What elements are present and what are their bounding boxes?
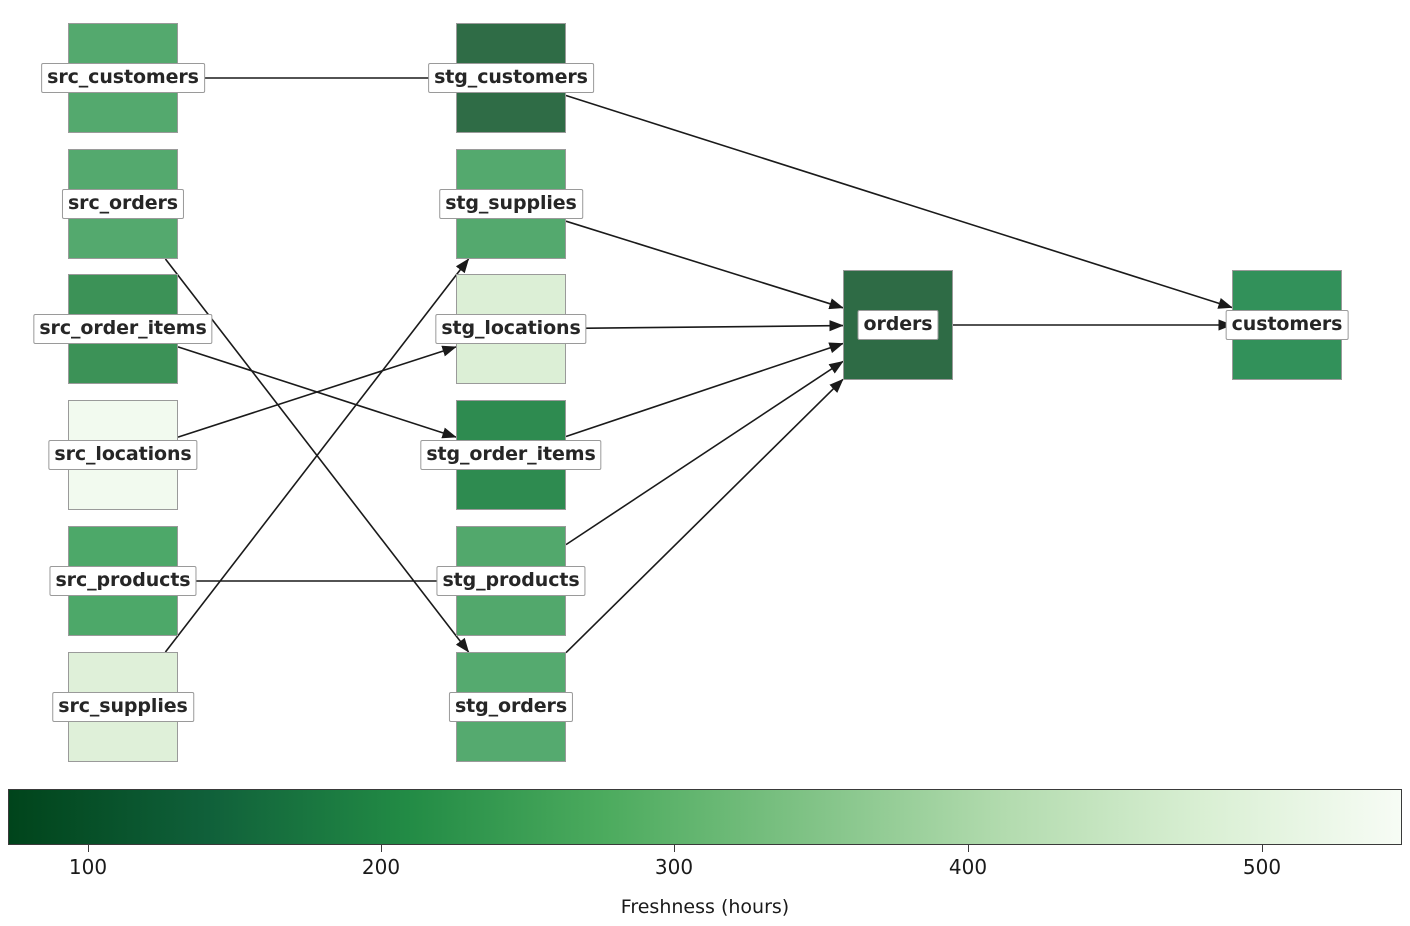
colorbar-tick-label: 100 — [68, 855, 108, 879]
edge-stg_locations-to-orders — [565, 320, 844, 332]
edge-src_locations-to-stg_locations — [177, 345, 457, 438]
node-label-orders[interactable]: orders — [857, 310, 939, 340]
node-label-stg_locations[interactable]: stg_locations — [435, 314, 587, 344]
node-label-stg_order_items[interactable]: stg_order_items — [420, 440, 602, 470]
node-label-src_customers[interactable]: src_customers — [41, 63, 205, 93]
colorbar-axis-label: Freshness (hours) — [620, 896, 790, 918]
edge-stg_orders-to-orders — [565, 378, 844, 654]
node-label-src_locations[interactable]: src_locations — [48, 440, 198, 470]
node-label-src_products[interactable]: src_products — [49, 566, 197, 596]
node-label-src_order_items[interactable]: src_order_items — [33, 314, 213, 344]
edge-stg_products-to-orders — [565, 360, 844, 546]
colorbar-tick-label: 200 — [361, 855, 401, 879]
node-label-stg_supplies[interactable]: stg_supplies — [439, 189, 583, 219]
node-label-src_orders[interactable]: src_orders — [61, 189, 185, 219]
node-label-stg_orders[interactable]: stg_orders — [448, 692, 574, 722]
colorbar-tick-label: 300 — [654, 855, 694, 879]
colorbar-tick — [88, 845, 90, 852]
colorbar-tick — [968, 845, 970, 852]
colorbar — [8, 789, 1402, 845]
node-label-stg_products[interactable]: stg_products — [436, 566, 586, 596]
colorbar-tick-label: 500 — [1242, 855, 1282, 879]
colorbar-tick-label: 400 — [948, 855, 988, 879]
node-label-customers[interactable]: customers — [1225, 310, 1349, 340]
node-label-src_supplies[interactable]: src_supplies — [52, 692, 194, 722]
colorbar-tick — [381, 845, 383, 852]
colorbar-tick — [674, 845, 676, 852]
edge-stg_order_items-to-orders — [565, 342, 844, 438]
edge-src_supplies-to-stg_supplies — [164, 258, 470, 653]
colorbar-gradient — [8, 789, 1402, 845]
edge-stg_customers-to-customers — [565, 94, 1233, 309]
node-label-stg_customers[interactable]: stg_customers — [428, 63, 594, 93]
colorbar-tick — [1262, 845, 1264, 852]
edge-stg_supplies-to-orders — [565, 220, 844, 310]
